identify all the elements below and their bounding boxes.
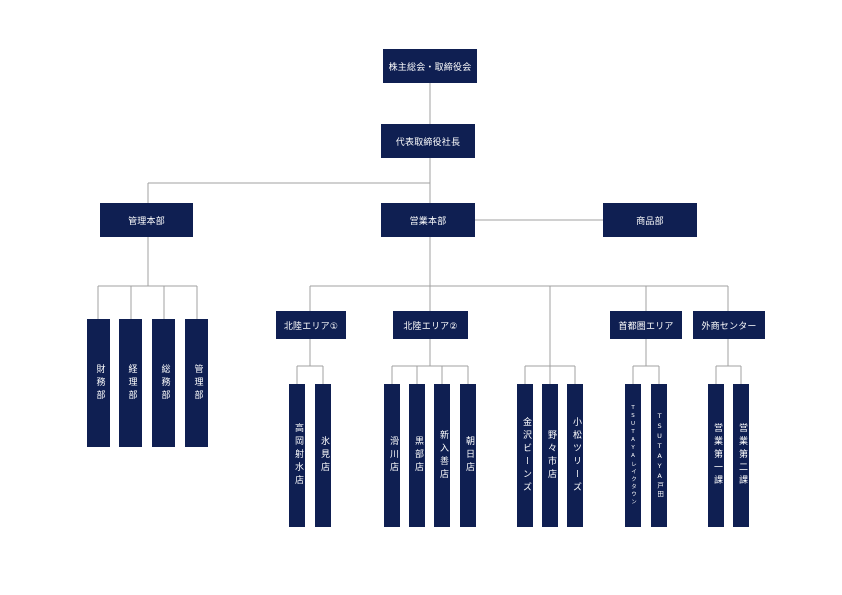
store-label: 滑川店 (387, 436, 398, 475)
box-store-tsutaya-toda: TSUTAYA戸田 (651, 384, 667, 527)
box-shareholders-board: 株主総会・取締役会 (383, 49, 477, 83)
box-hokuriku-area-1: 北陸エリア① (276, 311, 346, 339)
box-sales-hq: 営業本部 (381, 203, 475, 237)
box-store-nonoichi: 野々市店 (542, 384, 558, 527)
store-label: 朝日店 (463, 436, 474, 475)
management-dept-label: 管理部 (192, 363, 203, 403)
box-store-himi: 氷見店 (315, 384, 331, 527)
store-label: 高岡射水店 (292, 423, 303, 488)
box-store-kanazawa-beans: 金沢ビーンズ (517, 384, 533, 527)
store-label: 氷見店 (318, 436, 329, 475)
general-affairs-dept-label: 総務部 (159, 363, 170, 403)
box-sales-section-2: 営業第二課 (733, 384, 749, 527)
box-external-sales-center: 外商センター (693, 311, 765, 339)
box-management-dept: 管理部 (185, 319, 208, 447)
store-label: 小松ツリーズ (570, 416, 581, 495)
box-store-namerikawa: 滑川店 (384, 384, 400, 527)
section-label: 営業第二課 (736, 423, 747, 488)
box-store-asahi: 朝日店 (460, 384, 476, 527)
box-store-kurobe: 黒部店 (409, 384, 425, 527)
finance-dept-label: 財務部 (94, 363, 105, 403)
store-label: TSUTAYA戸田 (655, 412, 664, 499)
box-product-dept: 商品部 (603, 203, 697, 237)
box-store-tsutaya-laketown: TSUTAYAレイクタウン (625, 384, 641, 527)
section-label: 営業第一課 (711, 423, 722, 488)
store-label: 金沢ビーンズ (520, 416, 531, 495)
box-store-takaoka-imizu: 高岡射水店 (289, 384, 305, 527)
box-finance-dept: 財務部 (87, 319, 110, 447)
accounting-dept-label: 経理部 (126, 363, 137, 403)
box-admin-hq: 管理本部 (100, 203, 193, 237)
box-general-affairs-dept: 総務部 (152, 319, 175, 447)
box-store-shin-nyuzen: 新入善店 (434, 384, 450, 527)
store-label: 野々市店 (545, 429, 556, 482)
box-accounting-dept: 経理部 (119, 319, 142, 447)
box-president: 代表取締役社長 (381, 124, 475, 158)
store-label: TSUTAYAレイクタウン (630, 405, 637, 506)
store-label: 黒部店 (412, 436, 423, 475)
box-store-komatsu-trees: 小松ツリーズ (567, 384, 583, 527)
store-label: 新入善店 (437, 429, 448, 482)
box-hokuriku-area-2: 北陸エリア② (393, 311, 468, 339)
box-sales-section-1: 営業第一課 (708, 384, 724, 527)
box-capital-area: 首都圏エリア (610, 311, 682, 339)
